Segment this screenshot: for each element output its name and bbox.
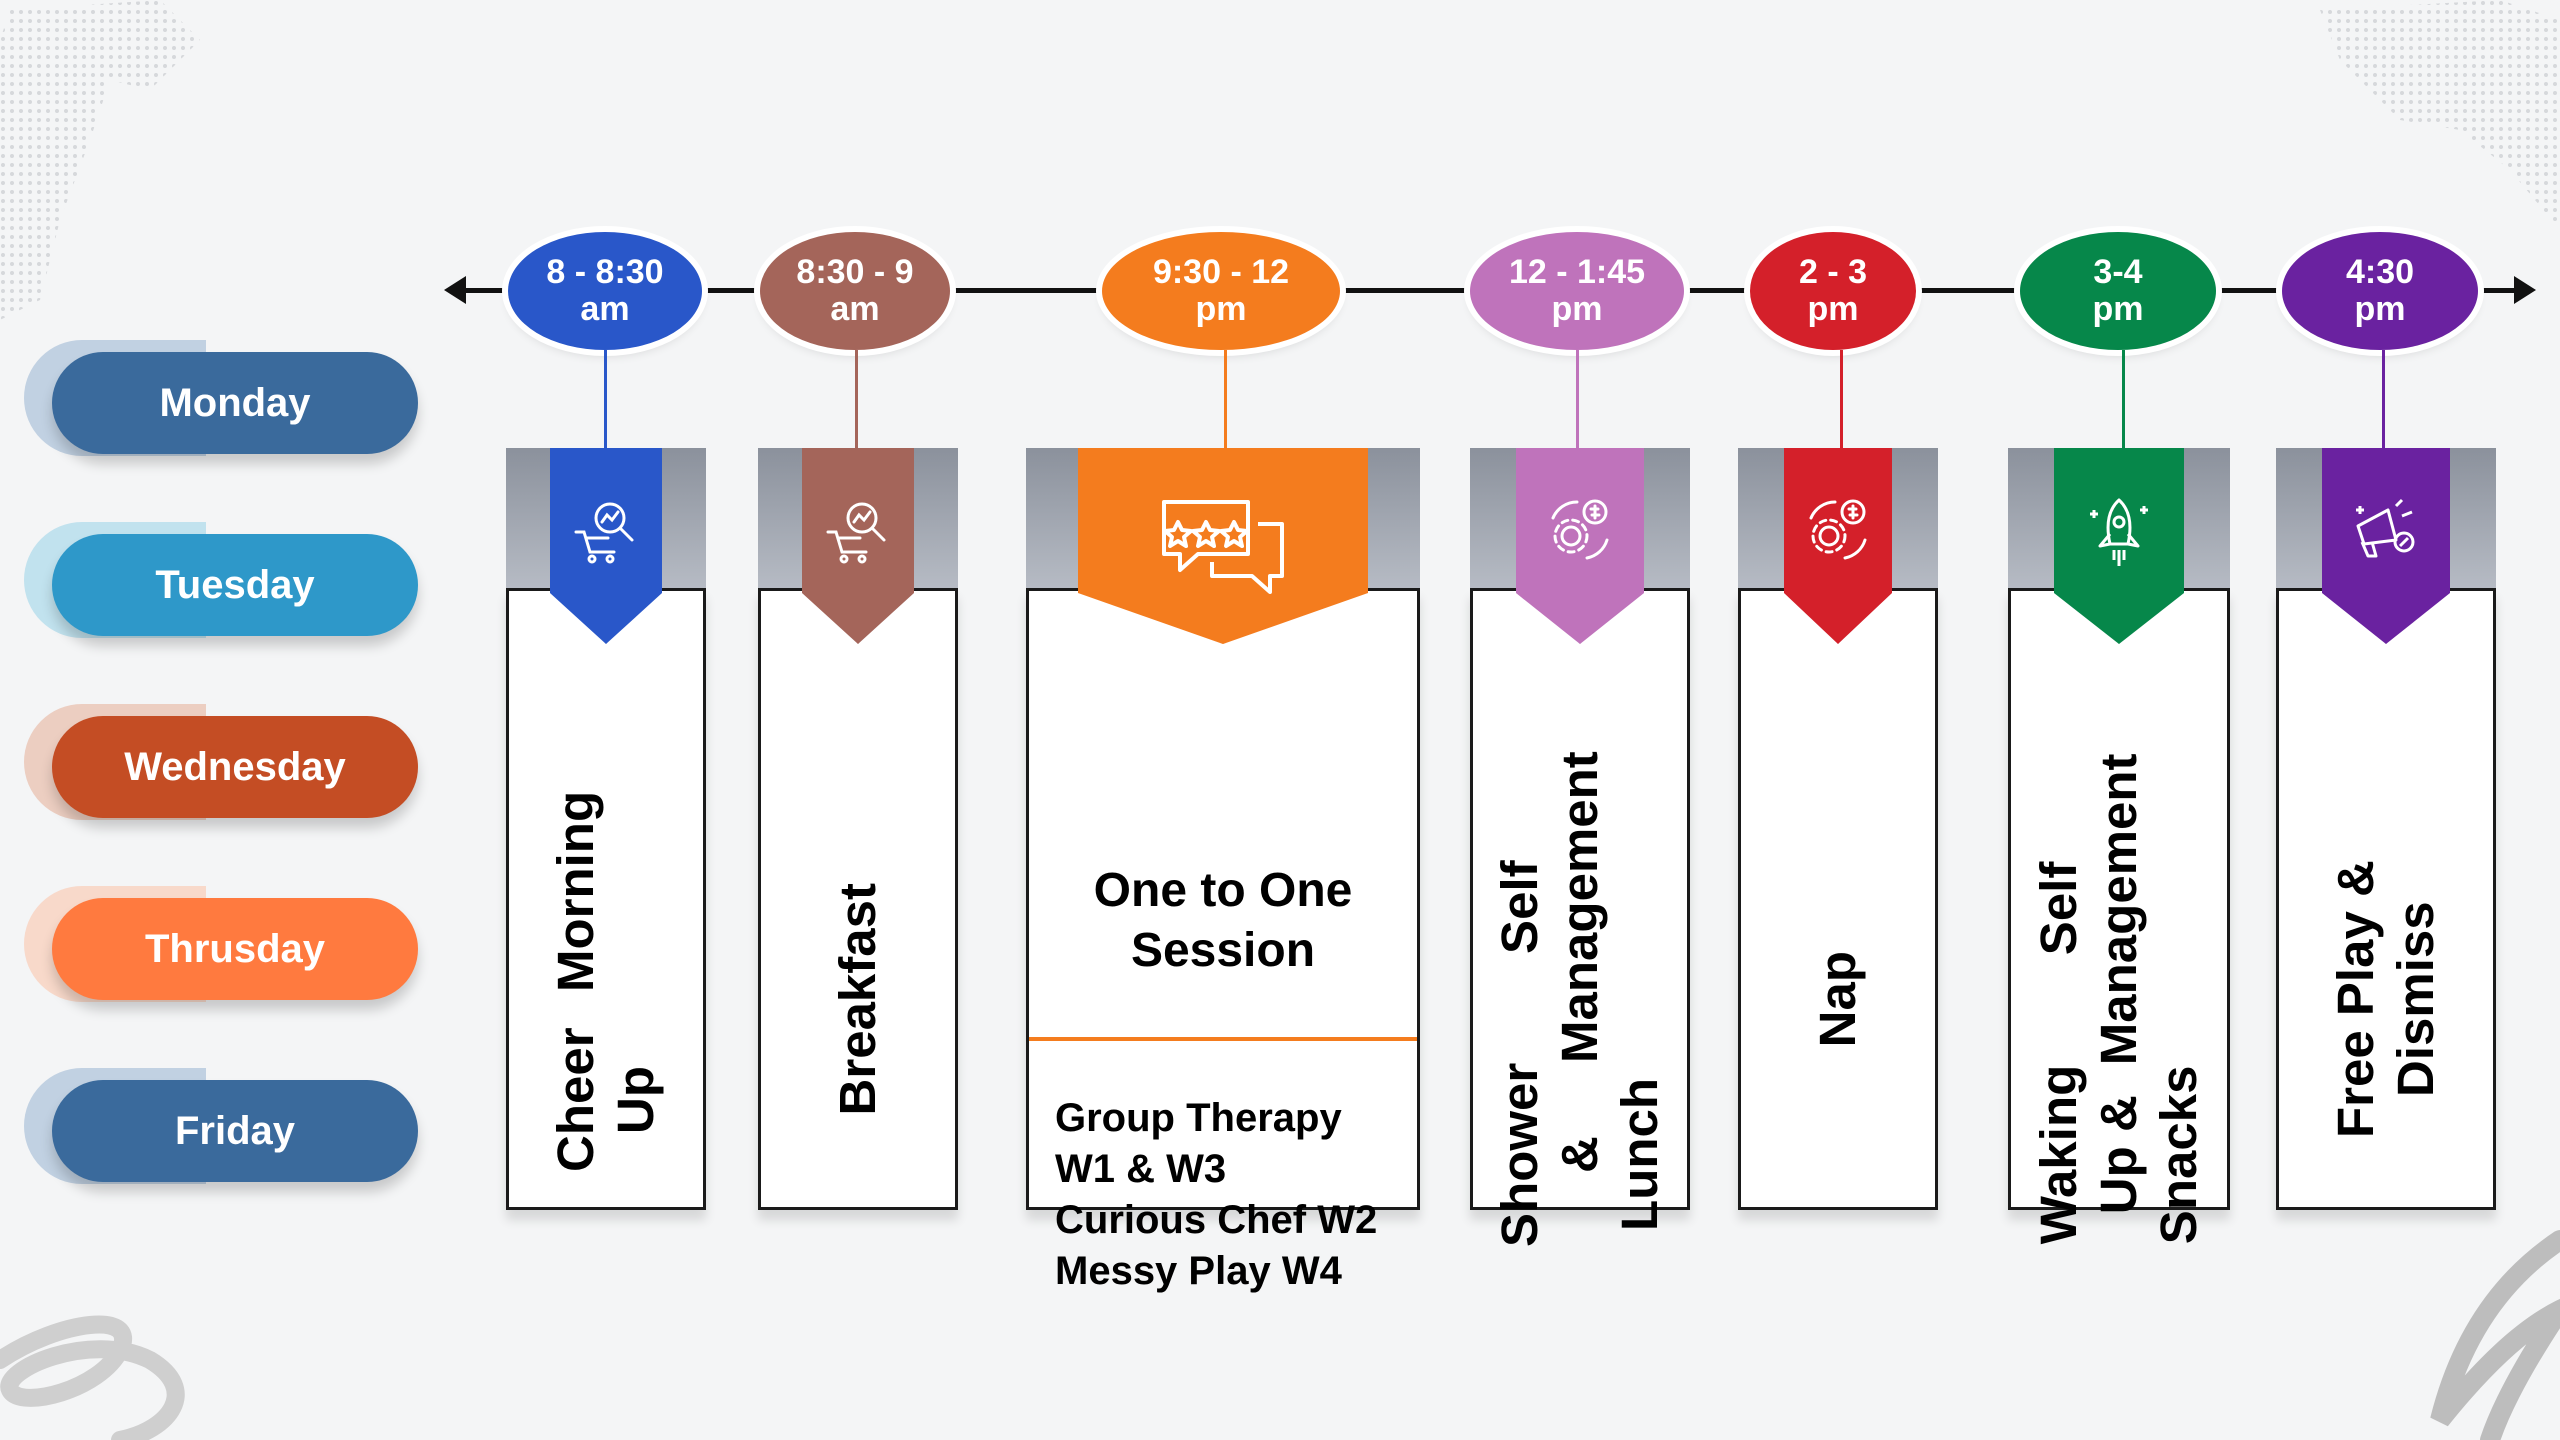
connector-line [1576, 350, 1579, 450]
activity-list-item: Curious Chef W2 [1055, 1198, 1378, 1242]
time-range: 12 - 1:45 [1508, 253, 1646, 291]
time-badge: 9:30 - 12 pm [1102, 232, 1340, 350]
cart-analytics-icon [574, 502, 634, 564]
activity-card: Free Play & Dismiss [2276, 588, 2496, 1210]
day-label: Thrusday [52, 898, 418, 1000]
day-pill-tuesday: Tuesday [24, 522, 418, 638]
connector-line [855, 350, 858, 450]
activity-label: Breakfast [829, 882, 886, 1116]
time-period: pm [1195, 290, 1247, 328]
activity-column: Nap [1738, 448, 1938, 1210]
activity-list: Group Therapy W1 & W3 Curious Chef W2 Me… [1055, 1093, 1377, 1297]
time-badge: 8:30 - 9 am [760, 232, 950, 350]
day-label: Friday [52, 1080, 418, 1182]
activity-card: Nap [1738, 588, 1938, 1210]
world-map-dots-decoration [0, 0, 200, 320]
activity-card: One to One Session Group Therapy W1 & W3… [1026, 588, 1420, 1293]
world-map-dots-decoration [2320, 0, 2560, 230]
activity-card: Breakfast [758, 588, 958, 1210]
activity-column: One to One Session Group Therapy W1 & W3… [1026, 448, 1420, 1293]
day-pill-friday: Friday [24, 1068, 418, 1184]
day-label: Tuesday [52, 534, 418, 636]
megaphone-icon [2356, 498, 2415, 558]
gear-cycle-icon [1551, 499, 1609, 560]
rating-chat-icon [1162, 500, 1284, 594]
time-range: 8 - 8:30 [546, 253, 664, 291]
timeline-arrow-left-icon [444, 276, 466, 304]
day-label: Monday [52, 352, 418, 454]
cart-analytics-icon [826, 502, 886, 564]
time-badge: 12 - 1:45 pm [1470, 232, 1684, 350]
session-divider [1029, 1037, 1417, 1041]
connector-line [604, 350, 607, 450]
time-period: pm [1807, 290, 1859, 328]
connector-line [1224, 350, 1227, 450]
scribble-decoration [2430, 1230, 2560, 1440]
activity-list-item: Messy Play W4 [1055, 1249, 1342, 1293]
connector-line [2122, 350, 2125, 450]
gear-cycle-icon [1809, 499, 1867, 560]
time-badge: 3-4 pm [2020, 232, 2216, 350]
time-range: 2 - 3 [1798, 253, 1868, 291]
time-range: 8:30 - 9 [796, 253, 914, 291]
time-period: pm [1551, 290, 1603, 328]
scribble-decoration [0, 1315, 185, 1440]
time-period: am [830, 290, 880, 328]
activity-label: Nap [1809, 950, 1866, 1048]
rocket-icon [2090, 498, 2148, 566]
day-pill-wednesday: Wednesday [24, 704, 418, 820]
day-label: Wednesday [52, 716, 418, 818]
time-range: 3-4 [2093, 253, 2143, 291]
activity-list-item: W1 & W3 [1055, 1147, 1227, 1191]
activity-column: Breakfast [758, 448, 958, 1210]
activity-label: Free Play & Dismiss [2327, 860, 2444, 1138]
time-badge: 2 - 3 pm [1750, 232, 1916, 350]
time-badge: 8 - 8:30 am [508, 232, 702, 350]
activity-title: One to One Session [1093, 864, 1353, 977]
activity-list-item: Group Therapy [1055, 1096, 1342, 1140]
timeline-arrow-right-icon [2514, 276, 2536, 304]
time-range: 4:30 [2345, 253, 2415, 291]
time-period: pm [2092, 290, 2144, 328]
time-period: pm [2354, 290, 2406, 328]
time-period: am [580, 290, 630, 328]
time-range: 9:30 - 12 [1152, 253, 1290, 291]
time-badge: 4:30 pm [2282, 232, 2478, 350]
day-pill-monday: Monday [24, 340, 418, 456]
day-pill-thursday: Thrusday [24, 886, 418, 1002]
connector-line [1840, 350, 1843, 450]
connector-line [2382, 350, 2385, 450]
activity-column: Free Play & Dismiss [2276, 448, 2496, 1210]
